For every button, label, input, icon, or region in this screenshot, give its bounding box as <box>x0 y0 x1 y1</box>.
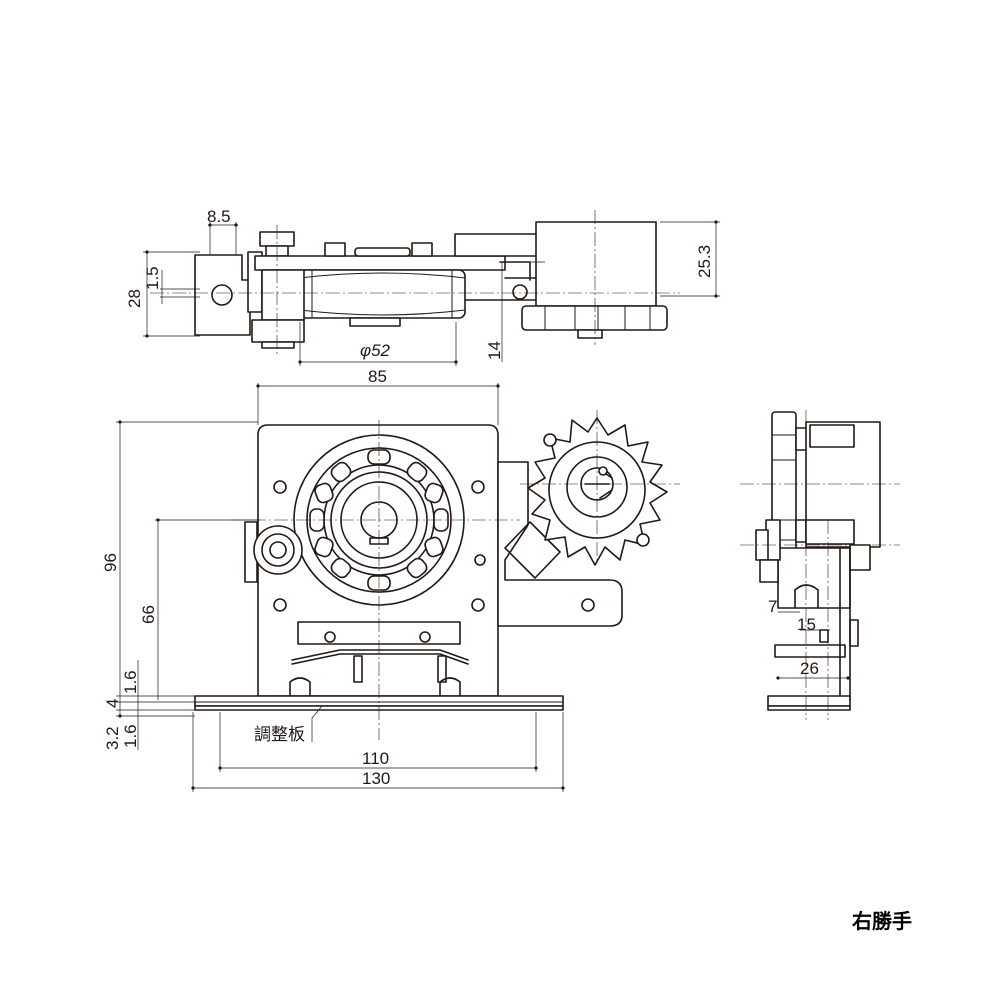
dim-96: 96 <box>101 553 120 572</box>
dim-1-5: 1.5 <box>143 266 162 290</box>
dim-28: 28 <box>125 289 144 308</box>
dim-66: 66 <box>139 605 158 624</box>
top-view <box>150 210 680 355</box>
dim-110: 110 <box>362 749 389 768</box>
dim-25-3: 25.3 <box>695 245 714 278</box>
dim-130: 130 <box>362 769 390 788</box>
side-view-dimensions: 7 15 26 <box>768 597 850 680</box>
dim-3-2: 3.2 <box>103 726 122 750</box>
side-view <box>740 410 900 720</box>
front-view-dimensions: 85 96 66 1.6 4 3.2 1.6 調整板 110 130 <box>101 367 565 792</box>
dim-85: 85 <box>368 367 387 386</box>
top-view-dimensions: 8.5 28 1.5 25.3 φ52 14 <box>125 207 720 366</box>
adjust-plate-label: 調整板 <box>254 725 305 745</box>
dim-15: 15 <box>797 615 816 634</box>
hand-label: 右勝手 <box>852 909 912 933</box>
dim-26: 26 <box>800 659 819 678</box>
dim-1-6-top: 1.6 <box>121 670 140 694</box>
dim-1-6-bottom: 1.6 <box>121 724 140 748</box>
front-view <box>194 410 680 740</box>
dim-4: 4 <box>103 699 122 708</box>
dim-14: 14 <box>485 341 504 360</box>
dim-7: 7 <box>768 597 777 616</box>
dim-8-5: 8.5 <box>207 207 231 226</box>
dim-phi52: φ52 <box>360 341 391 360</box>
